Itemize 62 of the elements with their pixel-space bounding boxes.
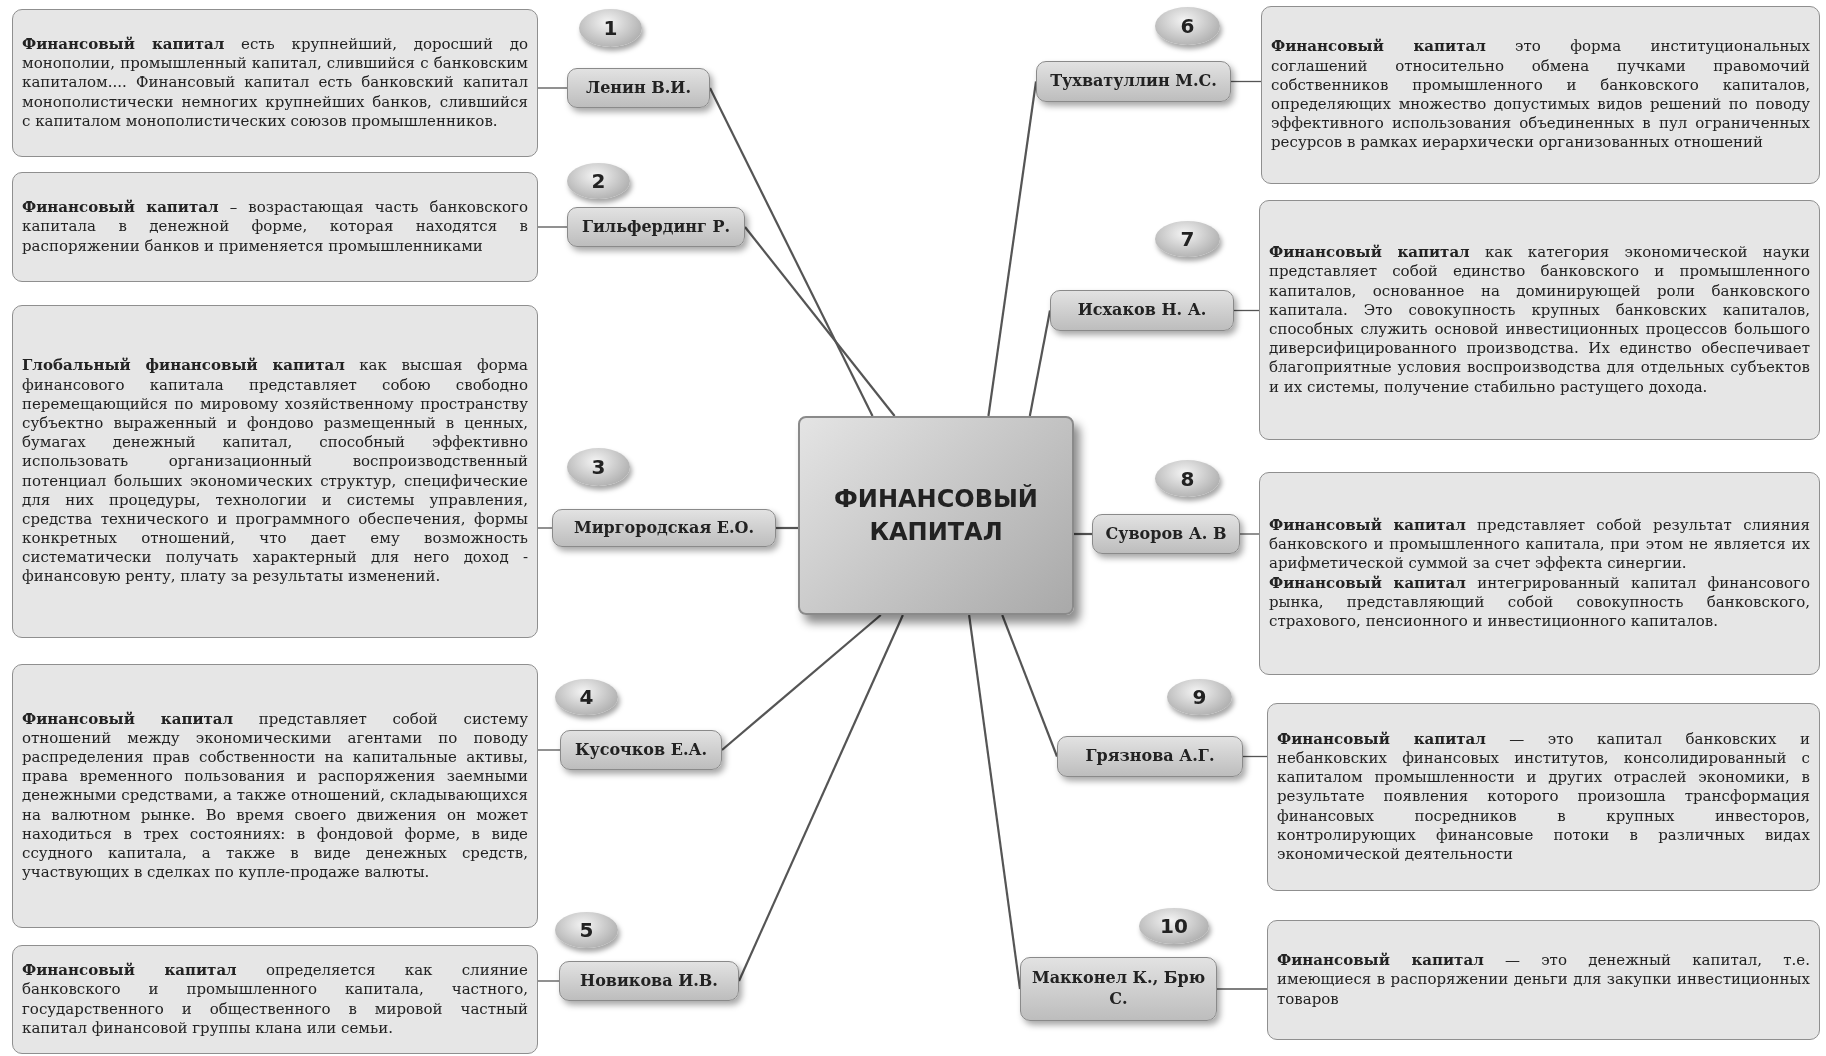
connector-line	[1001, 614, 1059, 757]
definition-text: Финансовый капитал представляет собой результат слияния банковского и промышленного капитала, при этом не является их арифметической суммой за счет эффекта синергии.	[1269, 515, 1810, 574]
connector-line	[1074, 532, 1092, 536]
connector-line	[1230, 80, 1262, 83]
definition-text: Финансовый капитал — это денежный капитал, т.е. имеющиеся в распоряжении деньги для закупки инвестиционных товаров	[1277, 951, 1810, 1009]
number-badge: 9	[1167, 679, 1232, 715]
number-badge: 1	[579, 9, 642, 47]
author-name-box: Новикова И.В.	[559, 961, 739, 1001]
definition-text: Финансовый капитал представляет собой систему отношений между экономическими агентами по поводу распределения прав собственности на капитальные активы, права временного пользования и распоряжения заемными денежными средствами, а также отношений, складывающихся на валютном рынке. Во время своего движения он может находиться в трех состояниях: в фондовой форме, в виде ссудного капитала, а также в виде денежных средств, участвующих в сделках по купле-продаже валюты.	[22, 709, 528, 883]
author-name-box: Гильфердинг Р.	[567, 207, 745, 247]
connector-line	[1239, 533, 1260, 535]
connector-line	[537, 980, 560, 982]
author-name-box: Исхаков Н. А.	[1050, 290, 1234, 331]
connector-line	[738, 614, 904, 982]
connector-line	[987, 81, 1038, 417]
author-name-box: Миргородская Е.О.	[552, 509, 776, 547]
definition-box	[12, 664, 538, 928]
connector-line	[537, 87, 568, 89]
author-name-box: Кусочков Е.А.	[560, 730, 722, 770]
number-badge: 2	[567, 163, 630, 199]
connector-line	[537, 749, 561, 751]
definition-text: Финансовый капитал – возрастающая часть банковского капитала в денежной форме, которая находятся в распоряжении банков и применяется промышленниками	[22, 198, 528, 256]
definition-text: Финансовый капитал интегрированный капитал финансового рынка, представляющий собой совокупность банковского, страхового, пенсионного и инвестиционного капиталов.	[1269, 573, 1810, 632]
definition-box	[12, 172, 538, 282]
definition-box	[1259, 200, 1820, 440]
connector-line	[721, 614, 882, 751]
connector-line	[744, 226, 896, 417]
author-name-box: Грязнова А.Г.	[1057, 736, 1243, 777]
definition-text: Финансовый капитал есть крупнейший, доросший до монополии, промышленный капитал, слившийся с банковским капиталом.... Финансовый капитал есть банковский капитал монополистически немногих крупнейших банков, слившийся с капиталом монополистических союзов промышленников.	[22, 35, 528, 131]
definition-box	[12, 9, 538, 157]
number-badge: 7	[1155, 221, 1220, 257]
number-badge: 6	[1155, 7, 1220, 45]
connector-line	[968, 614, 1022, 990]
number-badge: 5	[555, 912, 618, 948]
definition-text: Финансовый капитал определяется как слияние банковского и промышленного капитала, частного, государственного и общественного в мировой частный капитал финансовой группы клана или семьи.	[22, 961, 528, 1038]
definition-text: Финансовый капитал это форма институциональных соглашений относительно обмена пучками правомочий собственников промышленного и банковского капиталов, определяющих множество допустимых видов решений по поводу эффективного использования объединенных в пул ограниченных ресурсов в рамках иерархически организованных отношений	[1271, 37, 1810, 153]
connector-line	[1233, 309, 1260, 312]
definition-text: Финансовый капитал как категория экономической науки представляет собой единство банковского и промышленного капиталов, основанное на доминирующей роли банковского капитала. Это совокупность крупных банковских капиталов, способных служить основой инвестиционных процессов большого диверсифицированного производства. Их единство обеспечивает благоприятные условия воспроизводства для отдельных субъектов и их системы, получение стабильно растущего дохода.	[1269, 243, 1810, 397]
connector-line	[1028, 310, 1052, 417]
author-name-box: Ленин В.И.	[567, 68, 710, 108]
connector-line	[1242, 755, 1268, 758]
connector-line	[776, 526, 798, 530]
definition-text: Глобальный финансовый капитал как высшая форма финансового капитала представляет собою свободно перемещающийся по мировому хозяйственному пространству субъектно выраженный и фондово размещенный в ценных, бумагах денежный капитал, способный эффективно использовать организационный воспроизводственный потенциал больших экономических структур, специфические для них процедуры, технологии и системы управления, средства технического и программного обеспечения, формы конкретных отношений, что дает ему возможность систематически получать характерный для него доход - финансовую ренту, плату за результаты изменений.	[22, 356, 528, 587]
definition-box	[1267, 703, 1820, 891]
definition-box	[1259, 472, 1820, 675]
author-name-box: Тухватуллин М.С.	[1036, 61, 1231, 102]
number-badge: 3	[567, 448, 630, 486]
central-topic-box: ФИНАНСОВЫЙ КАПИТАЛ	[798, 416, 1074, 615]
definition-box	[12, 305, 538, 638]
author-name-box: Суворов А. В	[1092, 514, 1240, 554]
connector-line	[1216, 988, 1268, 990]
connector-line	[537, 226, 568, 228]
connector-line	[537, 527, 553, 529]
number-badge: 10	[1139, 908, 1209, 944]
number-badge: 8	[1155, 460, 1220, 497]
author-name-box: Макконел К., Брю С.	[1020, 957, 1217, 1021]
number-badge: 4	[555, 679, 618, 715]
definition-box	[1261, 6, 1820, 184]
definition-box	[1267, 920, 1820, 1040]
definition-text: Финансовый капитал — это капитал банковских и небанковских финансовых институтов, консолидированный с капиталом промышленности и других отраслей экономики, в результате появления которого произошла трансформация финансовых посредников в крупных инвесторов, контролирующих финансовые потоки в различных видах экономической деятельности	[1277, 729, 1810, 865]
definition-box	[12, 945, 538, 1054]
connector-line	[709, 87, 874, 417]
